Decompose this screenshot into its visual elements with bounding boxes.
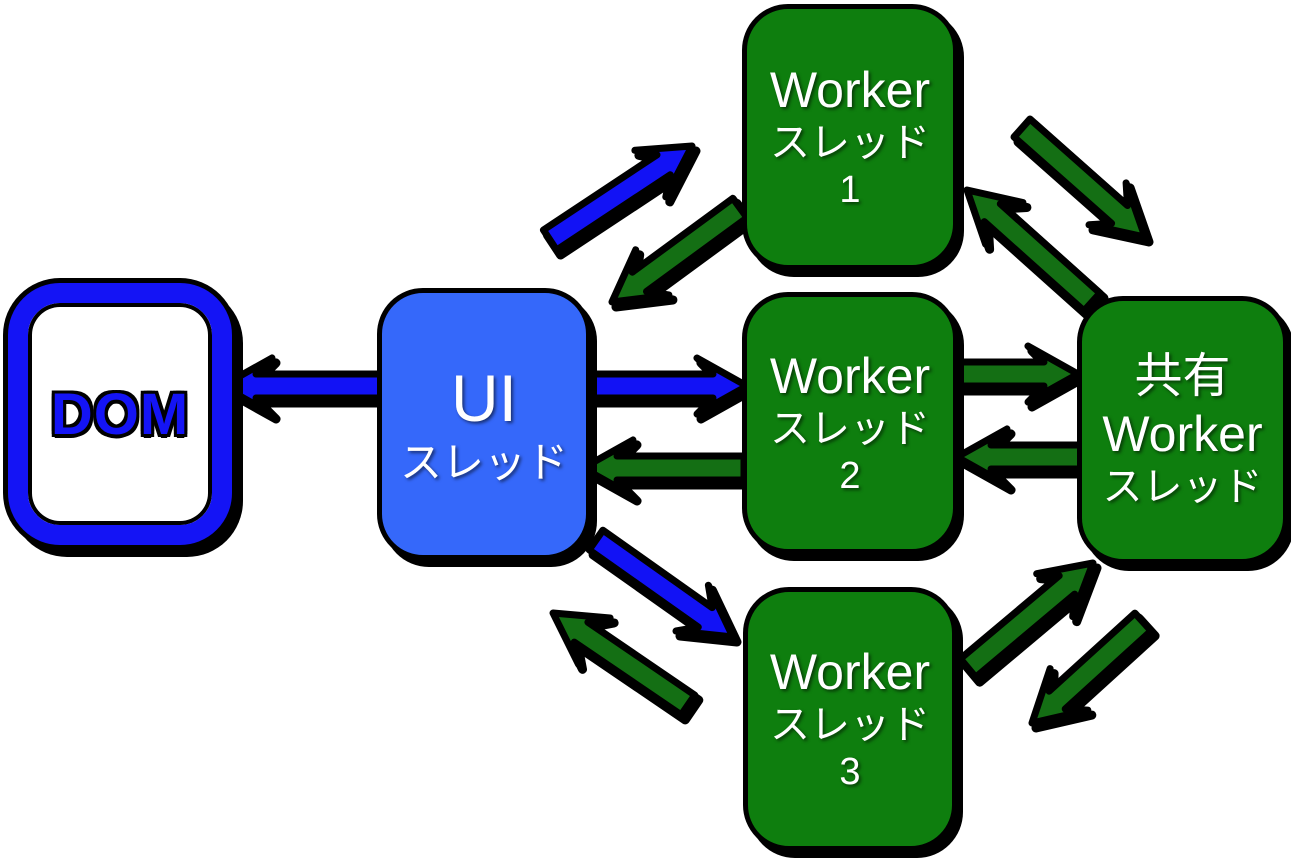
arrow-shared-to-worker1 [963, 186, 1109, 321]
node-worker3-title: Worker [769, 644, 931, 701]
node-ui-thread: UI スレッド [377, 288, 591, 560]
node-shared-worker-thread: 共有 Worker スレッド [1077, 296, 1288, 564]
arrow-worker3-to-ui [549, 609, 704, 725]
node-worker-thread-2: Worker スレッド 2 [742, 292, 958, 554]
node-worker3-subtitle: スレッド [770, 703, 930, 748]
arrow-shared-to-worker2 [953, 425, 1093, 495]
arrow-worker1-to-shared [1010, 115, 1154, 247]
node-worker2-subtitle: スレッド [770, 407, 930, 452]
arrow-ui-to-worker3 [585, 526, 742, 647]
node-worker-thread-1: Worker スレッド 1 [742, 4, 958, 270]
node-worker-thread-3: Worker スレッド 3 [743, 587, 957, 851]
node-dom-label: DOM [50, 381, 190, 447]
arrow-shared-to-worker3 [1028, 609, 1160, 733]
arrow-ui-to-worker1 [539, 142, 701, 260]
node-shared-line1: 共有 [1134, 349, 1231, 403]
arrow-worker3-to-shared [956, 559, 1102, 687]
node-worker2-title: Worker [769, 348, 931, 405]
arrow-worker2-to-ui [579, 436, 753, 506]
node-worker1-number: 1 [839, 168, 861, 211]
node-shared-line2: Worker [1102, 406, 1263, 463]
node-worker1-title: Worker [769, 62, 931, 119]
node-shared-line3: スレッド [1102, 465, 1263, 510]
arrow-worker1-to-ui [608, 194, 756, 312]
node-ui-thread-subtitle: スレッド [399, 439, 568, 487]
node-worker1-subtitle: スレッド [770, 121, 930, 166]
arrow-worker2-to-shared [956, 342, 1087, 412]
node-ui-thread-title: UI [451, 361, 517, 436]
node-worker3-number: 3 [839, 750, 861, 793]
node-dom: DOM [8, 283, 232, 545]
node-worker2-number: 2 [839, 454, 861, 497]
